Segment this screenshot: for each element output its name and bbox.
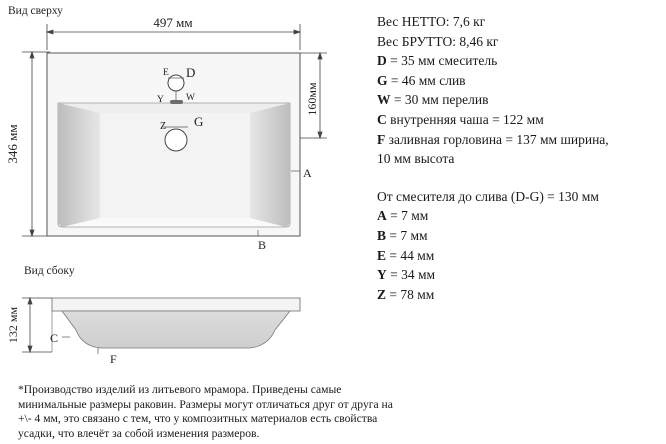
offset-b-key: B (377, 227, 387, 243)
side-marker-leaders (62, 336, 99, 354)
footnote-line-1: *Производство изделий из литьевого мрамо… (18, 383, 342, 396)
spec-g-text: = 46 мм слив (387, 72, 466, 88)
side-bowl (61, 310, 291, 349)
footnote-line-4: усадки, что влечёт за собой изменения ра… (18, 426, 260, 440)
overflow-slot (170, 100, 183, 104)
offset-y: Y = 34 мм (377, 265, 662, 285)
specs-panel: Вес НЕТТО: 7,6 кг Вес БРУТТО: 8,46 кг D … (377, 12, 662, 304)
width-dimension (45, 24, 302, 50)
drain-hole (164, 128, 188, 152)
footnote: *Производство изделий из литьевого мрамо… (18, 383, 658, 441)
side-height-dimension (22, 296, 52, 354)
spec-f: F заливная горловина = 137 мм ширина, (377, 130, 662, 150)
marker-c: C (50, 331, 58, 345)
marker-d: D (186, 65, 195, 80)
bowl-right-wall (250, 103, 290, 227)
side-height-value: 132 мм (6, 307, 20, 344)
offset-e-text: = 44 мм (386, 247, 435, 263)
offset-e: E = 44 мм (377, 246, 662, 266)
spec-f-text: заливная горловина = 137 мм ширина, (385, 131, 609, 147)
marker-leaders (163, 77, 300, 236)
spec-w: W = 30 мм перелив (377, 90, 662, 110)
offset-z-key: Z (377, 286, 387, 302)
spec-d-text: = 35 мм смеситель (386, 53, 498, 69)
marker-b: B (258, 238, 266, 252)
faucet-drain-distance: От смесителя до слива (D-G) = 130 мм (377, 188, 599, 204)
width-value: 497 мм (153, 15, 192, 30)
bowl-offset-dimension (300, 51, 327, 140)
marker-y: Y (157, 95, 164, 105)
footnote-line-3: +\- 4 мм, это связано с тем, что у компо… (18, 412, 378, 426)
offset-a: A = 7 мм (377, 206, 662, 226)
bowl-left-wall (58, 103, 100, 227)
spec-c-key: C (377, 111, 387, 127)
spec-c-text: внутренняя чаша = 122 мм (386, 111, 544, 127)
marker-z: Z (160, 121, 166, 132)
spec-w-key: W (377, 92, 391, 108)
depth-value: 346 мм (5, 124, 20, 163)
offset-b: B = 7 мм (377, 226, 662, 246)
faucet-hole (167, 74, 185, 92)
spec-d: D = 35 мм смеситель (377, 51, 662, 71)
side-rim (51, 297, 301, 312)
footnote-line-2: минимальные размеры раковин. Размеры мог… (18, 397, 393, 411)
bowl-offset-value: 160мм (305, 82, 319, 116)
offset-y-text: = 34 мм (386, 267, 436, 283)
marker-e: E (163, 68, 169, 78)
net-weight: Вес НЕТТО: 7,6 кг (377, 14, 486, 29)
top-view-label: Вид сверху (8, 5, 63, 17)
marker-w: W (186, 93, 195, 103)
spec-f-cont: 10 мм высота (377, 151, 455, 167)
spec-g: G = 46 мм слив (377, 71, 662, 91)
marker-g: G (194, 114, 203, 129)
offset-e-key: E (377, 247, 387, 263)
marker-f: F (110, 352, 117, 366)
offset-a-text: = 7 мм (386, 208, 429, 224)
side-view-label: Вид сбоку (24, 265, 75, 277)
gross-weight: Вес БРУТТО: 8,46 кг (377, 33, 499, 49)
spec-f-key: F (377, 131, 386, 147)
spec-c: C внутренняя чаша = 122 мм (377, 110, 662, 130)
offset-z-text: = 78 мм (386, 286, 435, 302)
depth-dimension (22, 50, 50, 238)
spec-d-key: D (377, 53, 387, 69)
offset-z: Z = 78 мм (377, 285, 662, 305)
offset-y-key: Y (377, 267, 387, 283)
offset-a-key: A (377, 208, 387, 224)
spec-g-key: G (377, 72, 388, 88)
spec-w-text: = 30 мм перелив (390, 92, 489, 108)
offset-b-text: = 7 мм (386, 227, 428, 243)
bowl-floor (100, 113, 250, 218)
marker-a: A (303, 166, 312, 180)
